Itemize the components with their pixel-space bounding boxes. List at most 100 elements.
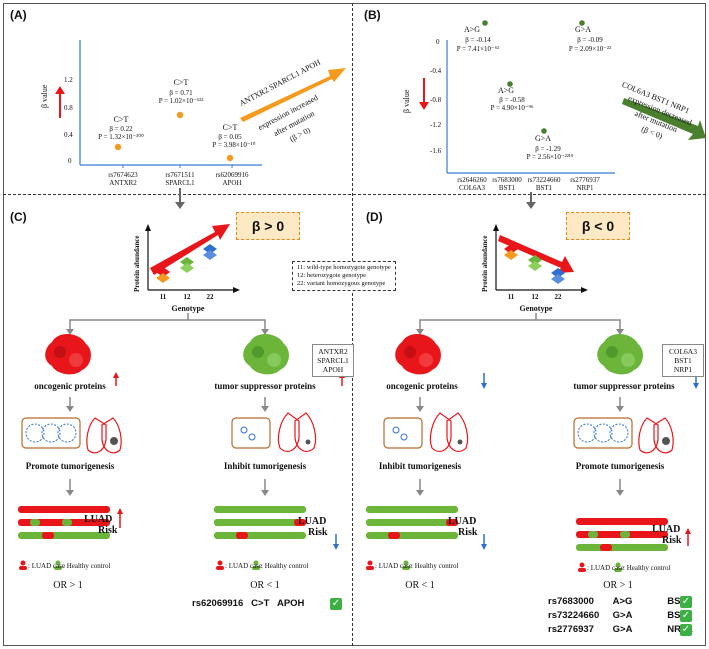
snp-gene: BST1 bbox=[667, 596, 691, 607]
panel-c-right-risk: LUAD Risk bbox=[298, 516, 327, 538]
panel-c-left-people bbox=[18, 506, 110, 539]
panel-a-gene-3: APOH bbox=[222, 179, 242, 187]
panel-b-point-2-p: P = 4.90×10⁻⁹⁶ bbox=[490, 104, 534, 112]
panel-b-point-3-change: G>A bbox=[534, 134, 552, 143]
panel-d-gene-box: COL6A3 BST1 NRP1 bbox=[662, 344, 704, 377]
panel-d-beta-box: β < 0 bbox=[566, 212, 630, 240]
panel-c-gene: SPARCL1 bbox=[317, 356, 349, 365]
panel-a-y-tick: 0 bbox=[68, 157, 72, 165]
panel-a-point-2-dot bbox=[176, 111, 184, 119]
snp-change: G>A bbox=[612, 624, 633, 635]
panel-b-gene-2: BST1 bbox=[498, 184, 516, 192]
panel-d-snp-row-2: rs73224660 G>A BST1 bbox=[548, 610, 692, 621]
panel-a-point-2-beta: β = 0.71 bbox=[169, 89, 193, 97]
panel-a-point-2-p: P = 1.02×10⁻⁵²² bbox=[158, 97, 204, 105]
panel-d-x-axis-label: Genotype bbox=[519, 304, 553, 313]
panel-b-label: (B) bbox=[364, 8, 381, 22]
panel-a-gene-2: SPARCL1 bbox=[165, 179, 195, 187]
panel-a-point-1-change: C>T bbox=[113, 115, 129, 124]
horizontal-divider bbox=[3, 194, 706, 195]
panel-b-point-4-change: G>A bbox=[574, 25, 592, 34]
panel-c-left-legend-control: : Healthy control bbox=[63, 562, 111, 570]
panel-a-point-3-p: P = 3.98×10⁻¹⁰ bbox=[212, 141, 256, 149]
panel-b-gene-1: COL6A3 bbox=[458, 184, 486, 192]
risk-label: Risk bbox=[662, 535, 682, 546]
panel-c-left-legend-case: : LUAD case bbox=[28, 562, 65, 570]
panel-d-x-tick: 11 bbox=[507, 293, 515, 301]
panel-d-right-legend-control: : Healthy control bbox=[623, 564, 671, 572]
panel-c-left-or: OR > 1 bbox=[53, 580, 83, 591]
panel-a-label: (A) bbox=[10, 8, 27, 22]
risk-label: LUAD bbox=[84, 514, 113, 525]
risk-label: LUAD bbox=[298, 516, 327, 527]
panel-b-gene-4: NRP1 bbox=[576, 184, 594, 192]
panel-c-gene: APOH bbox=[322, 365, 344, 374]
panel-c-x-tick: 12 bbox=[183, 293, 191, 301]
panel-a-y-tick: 0.4 bbox=[64, 131, 73, 139]
panel-d-right-or: OR > 1 bbox=[603, 580, 633, 591]
snp-id: rs2776937 bbox=[548, 624, 594, 635]
snp-id: rs73224660 bbox=[548, 610, 600, 621]
panel-b-point-2-dot bbox=[507, 81, 513, 87]
panel-b-point-2-beta: β = -0.58 bbox=[499, 96, 525, 104]
panel-d-right-risk: LUAD Risk bbox=[652, 524, 681, 546]
snp-gene: NRP1 bbox=[667, 624, 692, 635]
panel-d-left-risk: LUAD Risk bbox=[448, 516, 477, 538]
vertical-divider bbox=[352, 3, 353, 646]
panel-d-gene: BST1 bbox=[674, 356, 692, 365]
panel-b-y-tick: 0 bbox=[436, 38, 440, 46]
panel-b-y-tick: -1.6 bbox=[430, 147, 442, 155]
panel-d-x-tick: 12 bbox=[531, 293, 539, 301]
snp-gene: BST1 bbox=[667, 610, 691, 621]
figure-frame bbox=[3, 3, 706, 646]
panel-c-left-effect: Promote tumorigenesis bbox=[25, 461, 115, 471]
panel-c-right-legend-case: : LUAD case bbox=[225, 562, 262, 570]
check-icon: ✓ bbox=[680, 624, 692, 636]
panel-c-x-tick: 11 bbox=[159, 293, 167, 301]
panel-c-gene: ANTXR2 bbox=[318, 347, 348, 356]
panel-a-snp-2: rs7671511 bbox=[165, 171, 195, 179]
panel-d-x-tick: 22 bbox=[554, 293, 562, 301]
panel-a-gene-1: ANTXR2 bbox=[109, 179, 137, 187]
panel-a-snp-1: rs7674623 bbox=[108, 171, 138, 179]
panel-b-point-3-beta: β = -1.29 bbox=[535, 145, 561, 153]
genotype-legend: 11: wild-type homozygote genotype 12: he… bbox=[292, 261, 396, 291]
genotype-legend-22: 22: variant homozygous genotype bbox=[297, 280, 386, 287]
snp-gene: APOH bbox=[276, 598, 305, 609]
snp-id: rs62069916 bbox=[192, 598, 244, 609]
panel-d-left-effect: Inhibit tumorigenesis bbox=[378, 461, 462, 471]
risk-label: LUAD bbox=[448, 516, 477, 527]
panel-c-right-effect: Inhibit tumorigenesis bbox=[223, 461, 307, 471]
panel-b-point-2-change: A>G bbox=[497, 86, 515, 95]
panel-a-snp-3: rs62069916 bbox=[215, 171, 249, 179]
panel-c-x-axis-label: Genotype bbox=[171, 304, 205, 313]
genotype-legend-12: 12: heterozygote genotype bbox=[297, 272, 366, 279]
panel-c-label: (C) bbox=[10, 210, 27, 224]
panel-d-snp-row-1: rs7683000 A>G BST1 bbox=[548, 596, 692, 607]
risk-label: Risk bbox=[308, 527, 328, 538]
panel-d-gene: NRP1 bbox=[673, 365, 693, 374]
panel-d-right-legend-case: : LUAD case bbox=[587, 564, 624, 572]
genotype-legend-11: 11: wild-type homozygote genotype bbox=[297, 264, 391, 271]
panel-d-label: (D) bbox=[366, 210, 383, 224]
panel-b-point-1-p: P = 7.41×10⁻⁶² bbox=[456, 45, 500, 53]
snp-change: A>G bbox=[612, 596, 633, 607]
panel-d-right-title: tumor suppressor proteins bbox=[573, 381, 675, 391]
panel-b-y-tick: -0.8 bbox=[430, 96, 442, 104]
panel-c-beta-box: β > 0 bbox=[236, 212, 300, 240]
snp-change: G>A bbox=[612, 610, 633, 621]
panel-b-snp-2: rs7683000 bbox=[492, 176, 522, 184]
panel-a-point-3-beta: β = 0.05 bbox=[218, 133, 242, 141]
panel-d-right-effect: Promote tumorigenesis bbox=[575, 461, 665, 471]
panel-d-left-title: oncogenic proteins bbox=[386, 381, 458, 391]
risk-label: Risk bbox=[98, 525, 118, 536]
panel-c-left-title: oncogenic proteins bbox=[34, 381, 106, 391]
